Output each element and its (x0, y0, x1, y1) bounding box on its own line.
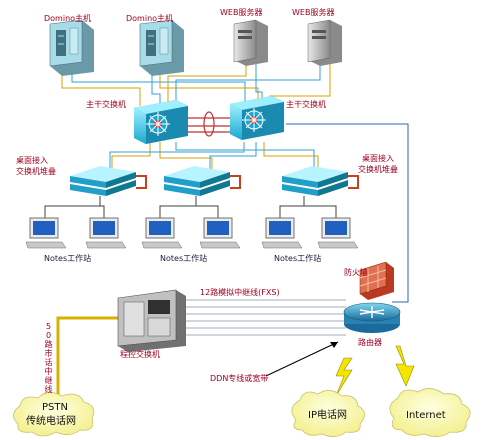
domino-server-2[interactable] (139, 19, 184, 76)
workstation-links (44, 196, 337, 220)
pstn-cloud-label-line2: 传统电话网 (26, 416, 76, 427)
access-stack-right-label-line1: 桌面接入 (362, 154, 394, 163)
access-stack-2[interactable] (164, 166, 241, 196)
core-switch-left-label: 主干交换机 (86, 100, 126, 109)
access-stack-right-label-line2: 交换机堆叠 (358, 165, 398, 174)
domino-server-1-label: Domino主机 (44, 14, 92, 23)
pbx-trunk-lines (186, 299, 346, 336)
access-stack-left-label-line1: 桌面接入 (16, 156, 48, 165)
router-icon[interactable] (343, 302, 401, 333)
side-trunk-label: 50路市话中继线 (44, 322, 53, 394)
firewall-label: 防火墙 (344, 268, 368, 277)
firewall-icon[interactable] (359, 261, 394, 300)
server-uplinks (61, 62, 331, 106)
workstation[interactable] (25, 217, 67, 249)
ip-phone-cloud[interactable] (291, 390, 365, 437)
pbx-label: 程控交换机 (120, 350, 160, 359)
pstn-trunk-line (56, 316, 118, 404)
pbx-unit[interactable] (117, 289, 186, 352)
router-label: 路由器 (358, 338, 382, 347)
internet-cloud-label: Internet (406, 410, 446, 421)
core-switch-left[interactable] (134, 100, 188, 144)
web-server-2-label: WEB服务器 (292, 8, 335, 17)
trunk-label: 12路模拟中继线(FXS) (200, 288, 280, 297)
core-switch-right-label: 主干交换机 (286, 100, 326, 109)
internet-cloud[interactable] (389, 388, 471, 437)
web-server-1-label: WEB服务器 (220, 8, 263, 17)
lightning-icon (335, 357, 353, 397)
core-trunk (186, 111, 232, 137)
lightning-icon (395, 345, 415, 387)
access-uplinks (109, 142, 319, 170)
core-to-router-line (286, 123, 409, 303)
web-server-2[interactable] (307, 19, 342, 66)
ip-phone-cloud-label: IP电话网 (308, 410, 347, 421)
pstn-cloud-label-line1: PSTN (42, 402, 68, 413)
workstation[interactable] (199, 217, 241, 249)
access-stack-1[interactable] (70, 166, 147, 196)
workstation[interactable] (317, 217, 359, 249)
ddn-arrow (265, 341, 339, 377)
core-switch-right[interactable] (230, 96, 284, 140)
workstation[interactable] (141, 217, 183, 249)
workstation-group-2-label: Notes工作站 (160, 254, 208, 263)
domino-server-1[interactable] (49, 19, 94, 76)
workstation[interactable] (85, 217, 127, 249)
workstation[interactable] (261, 217, 303, 249)
ddn-label: DDN专线或宽带 (210, 374, 269, 383)
access-stack-left-label-line2: 交换机堆叠 (16, 167, 56, 176)
domino-server-2-label: Domino主机 (126, 14, 174, 23)
workstation-group-1-label: Notes工作站 (44, 254, 92, 263)
pstn-cloud[interactable] (13, 392, 95, 437)
access-stack-3[interactable] (282, 166, 359, 196)
web-server-1[interactable] (233, 19, 268, 66)
workstation-group-3-label: Notes工作站 (274, 254, 322, 263)
